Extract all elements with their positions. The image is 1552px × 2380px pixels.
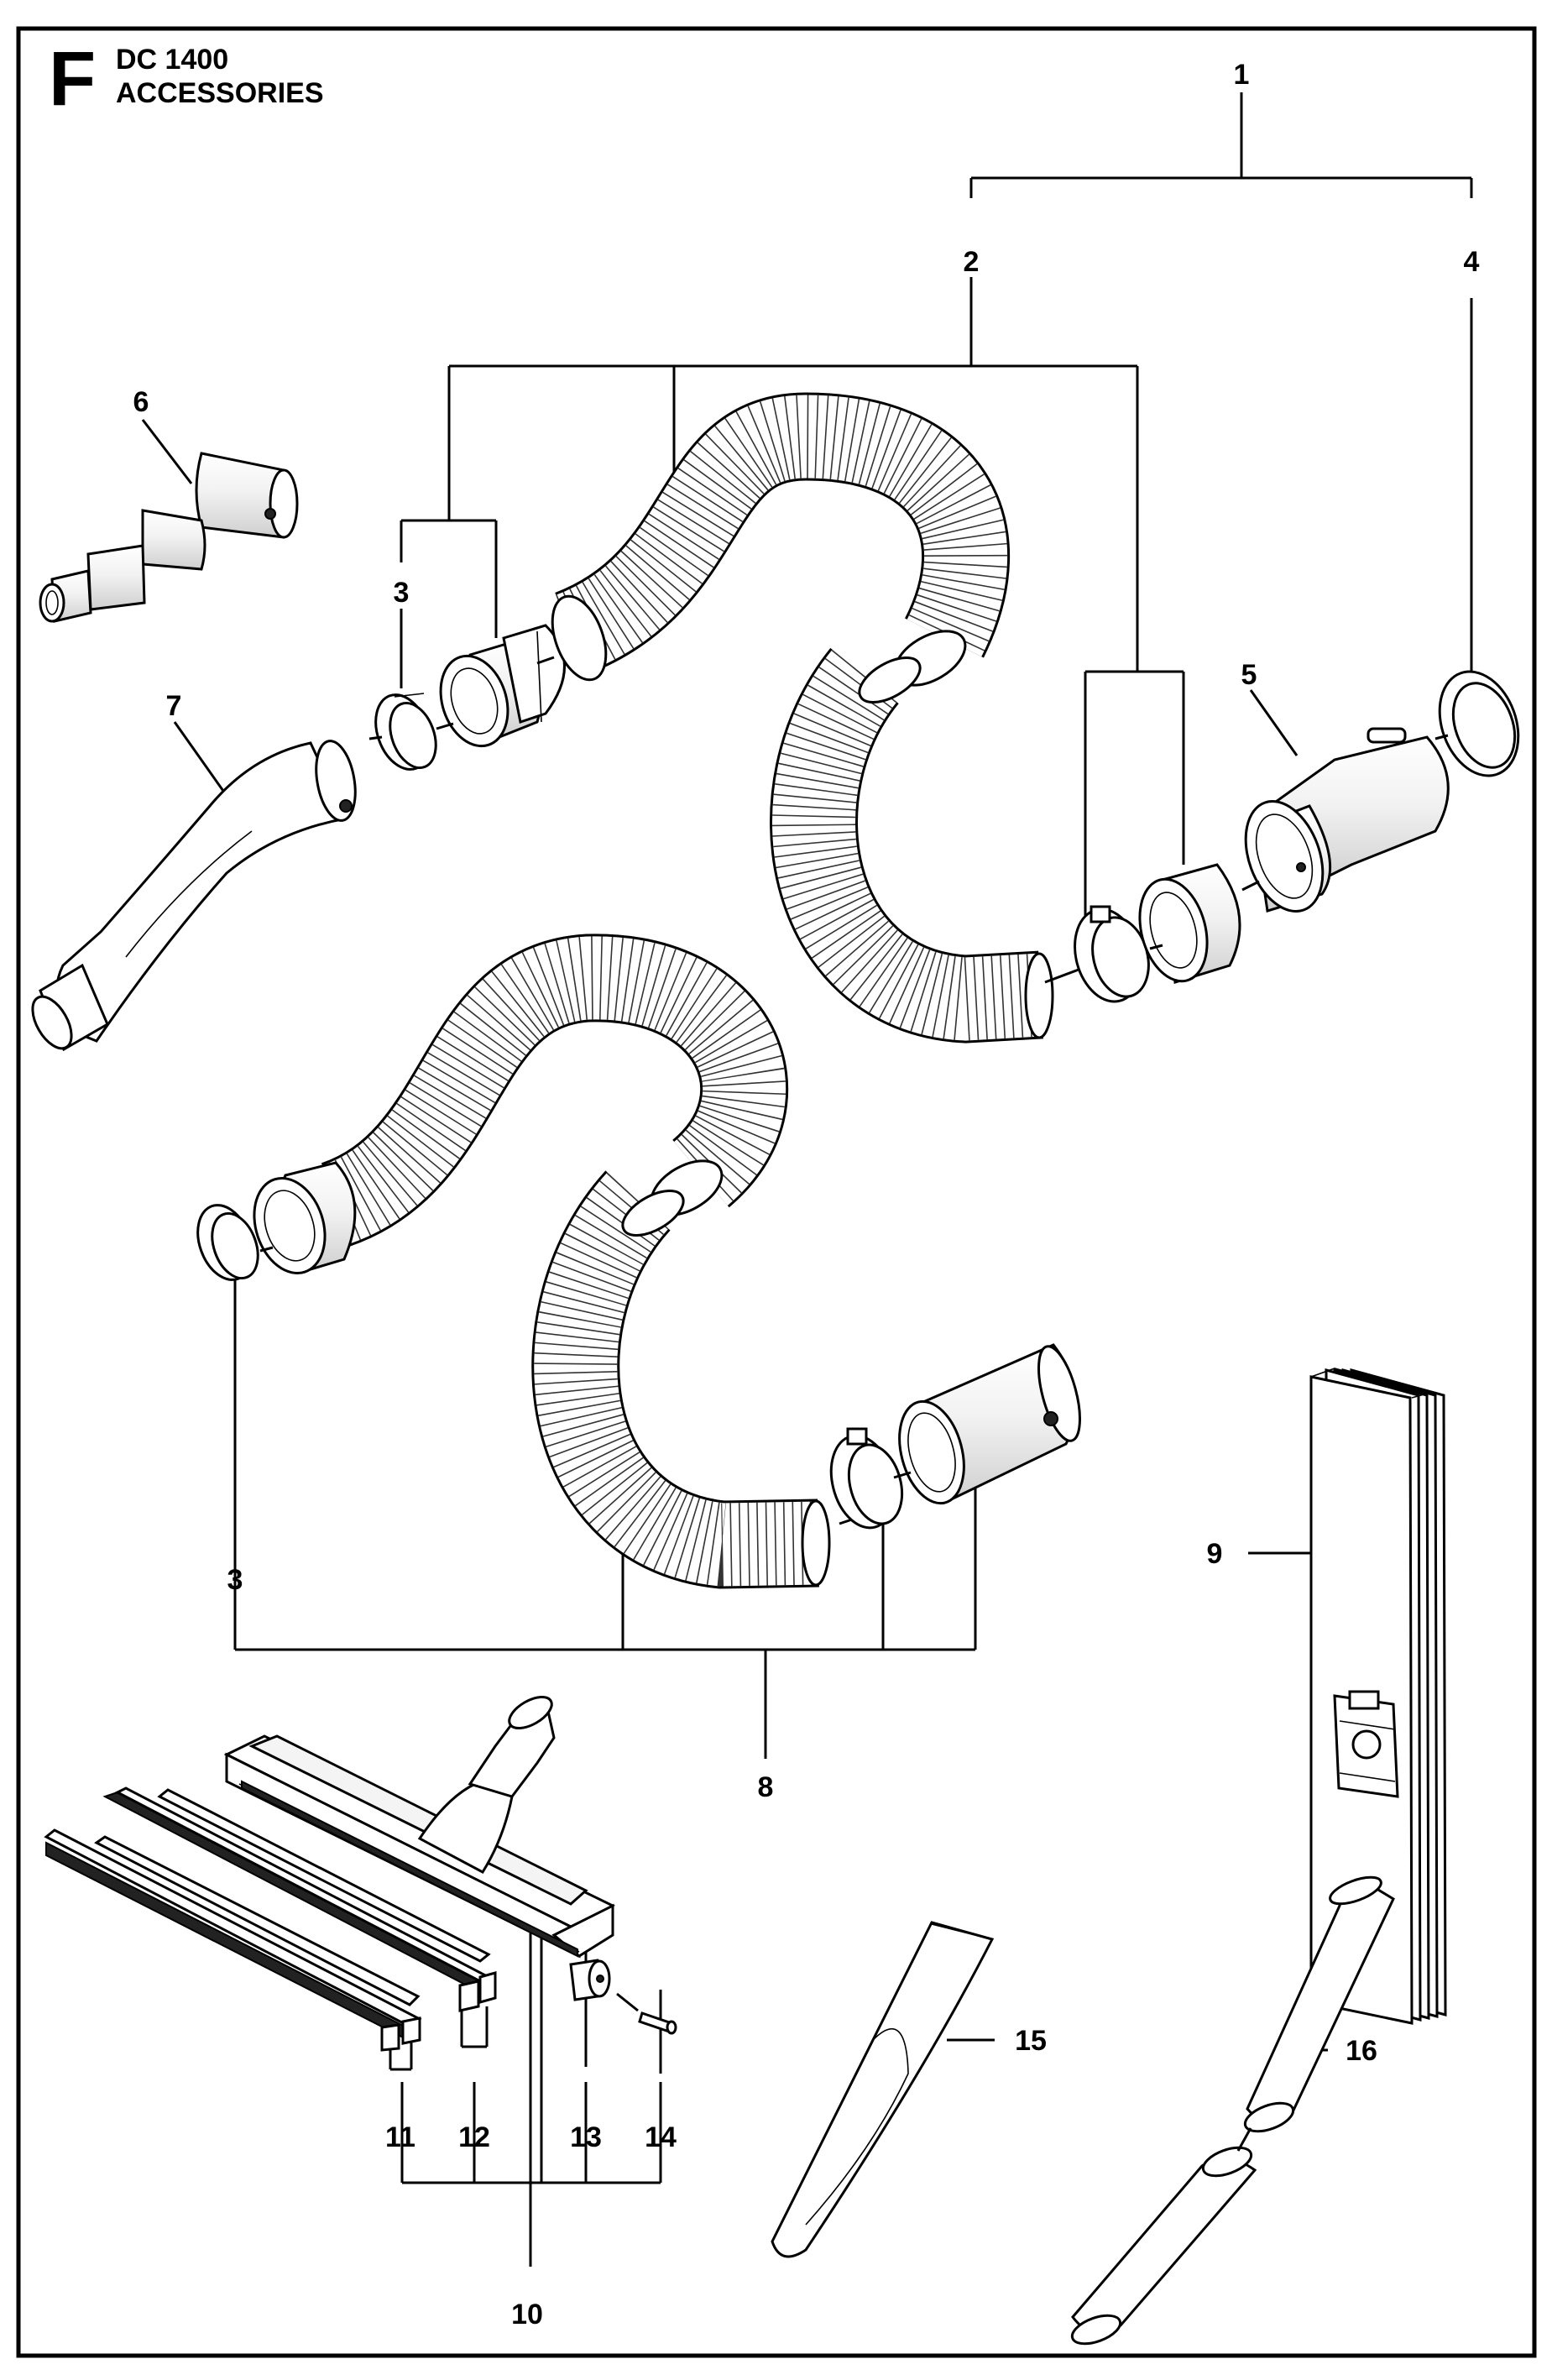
part-3-hose-clamp-lower xyxy=(196,1204,259,1281)
part-4-sealing-ring xyxy=(1438,670,1520,777)
end-tube-lower xyxy=(898,1343,1081,1505)
callout-16: 16 xyxy=(1346,2035,1377,2067)
swivel-cuff-right xyxy=(1074,905,1150,1003)
part-9-filter-bags xyxy=(1309,1368,1447,2025)
part-14-axle-pin xyxy=(638,2011,677,2035)
callout-2: 2 xyxy=(964,246,980,278)
part-16-extension-tube xyxy=(1070,1875,1395,2346)
part-3-hose-clamp-top xyxy=(374,693,437,771)
part-15-crevice-nozzle xyxy=(771,1921,995,2258)
part-6-reducer-adapter xyxy=(39,452,299,623)
part-13-wheel xyxy=(569,1959,611,2001)
part-11-rubber-blades xyxy=(44,1828,422,2052)
callout-6: 6 xyxy=(133,386,149,418)
suction-hose-upper xyxy=(551,392,1054,1044)
callout-9: 9 xyxy=(1207,1538,1223,1570)
callout-12: 12 xyxy=(458,2121,490,2153)
callout-labels: 1 2 3 3 4 5 6 7 8 9 10 11 12 13 14 15 16 xyxy=(133,59,1480,2330)
hose-coupling-top xyxy=(439,624,566,748)
callout-11: 11 xyxy=(385,2121,415,2153)
threaded-connector-right xyxy=(1138,863,1241,984)
callout-14: 14 xyxy=(645,2121,677,2153)
section-letter: F xyxy=(49,36,96,122)
section-title: ACCESSORIES xyxy=(116,77,324,109)
part-12-brush-strips xyxy=(102,1786,497,2012)
model-name: DC 1400 xyxy=(116,44,228,76)
swivel-cuff-lower xyxy=(829,1427,904,1530)
callout-3-lower: 3 xyxy=(227,1564,243,1596)
sheet-border xyxy=(16,26,1537,2358)
callout-8: 8 xyxy=(758,1771,774,1803)
suction-hose-lower xyxy=(319,934,831,1589)
part-7-curved-handle xyxy=(31,740,357,1052)
callout-13: 13 xyxy=(570,2121,602,2153)
callout-4: 4 xyxy=(1464,246,1480,278)
callout-7: 7 xyxy=(166,690,182,722)
callout-3-top: 3 xyxy=(394,577,410,609)
part-10-floor-nozzle xyxy=(223,1695,615,1959)
callout-5: 5 xyxy=(1241,659,1257,691)
assembly-lines xyxy=(259,656,1449,2152)
part-5-inlet-adapter xyxy=(1244,727,1450,913)
callout-10: 10 xyxy=(511,2299,543,2330)
leader-lines xyxy=(141,92,1473,2267)
hose-coupling-lower xyxy=(253,1161,357,1275)
callout-15: 15 xyxy=(1015,2025,1047,2057)
callout-1: 1 xyxy=(1234,59,1250,91)
